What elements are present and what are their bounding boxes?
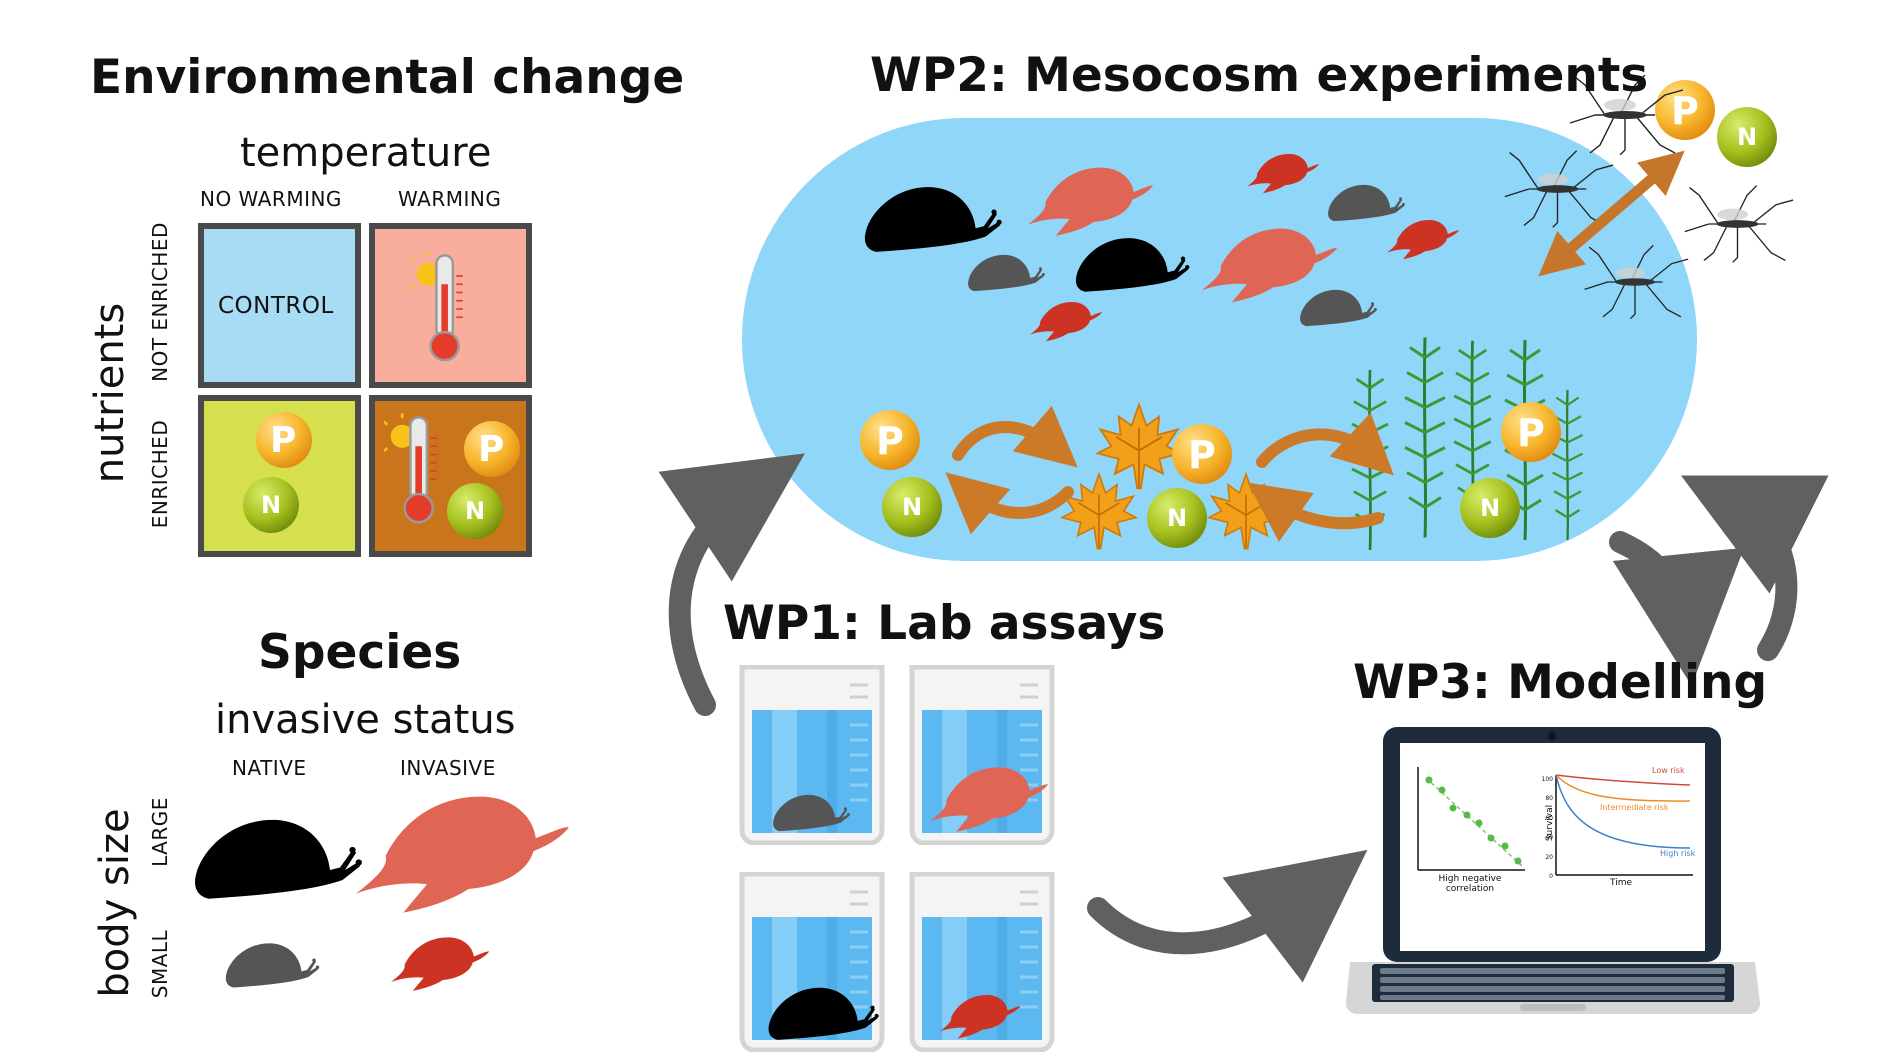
ytick: 40	[1545, 834, 1553, 842]
species-grid	[195, 796, 569, 991]
nitrogen-icon	[1717, 107, 1777, 167]
scatter-plot	[1417, 767, 1525, 871]
nutrient-balls-grid	[243, 412, 520, 539]
laptop	[1346, 727, 1760, 1014]
phosphorus-icon	[860, 410, 920, 470]
col-no-warming: NO WARMING	[200, 187, 342, 211]
invasive-large-crayfish	[356, 796, 569, 913]
survival-yticks: 100 80 60 40 20 0	[1538, 770, 1553, 886]
env-grid	[198, 223, 532, 557]
pond-nutrients	[860, 80, 1777, 548]
phosphorus-letter: P	[1188, 433, 1216, 477]
nutrient-cycle-arrows	[945, 405, 1394, 542]
col-native: NATIVE	[232, 756, 307, 780]
ytick: 0	[1549, 873, 1553, 881]
phosphorus-icon	[1655, 80, 1715, 140]
ytick: 20	[1545, 853, 1553, 861]
phosphorus-letter: P	[270, 420, 297, 461]
nitrogen-letter: N	[902, 493, 923, 521]
wp1-title: WP1: Lab assays	[723, 596, 1166, 651]
mosquito-icon	[1684, 185, 1794, 263]
risk-intermediate-label: Intermediate risk	[1600, 803, 1669, 812]
phosphorus-letter: P	[478, 429, 505, 470]
risk-high-label: High risk	[1660, 849, 1696, 858]
survival-xlabel: Time	[1610, 878, 1633, 888]
wp3-title: WP3: Modelling	[1353, 655, 1768, 710]
exchange-arrow	[1538, 150, 1685, 277]
nitrogen-icon	[1460, 478, 1520, 538]
phosphorus-icon	[256, 412, 312, 468]
phosphorus-icon	[1501, 402, 1561, 462]
nitrogen-icon	[1147, 488, 1207, 548]
cell-control	[198, 223, 361, 388]
row-small: SMALL	[148, 929, 172, 999]
row-enriched: ENRICHED	[148, 419, 172, 529]
ytick: 60	[1545, 814, 1553, 822]
control-label: CONTROL	[218, 293, 334, 319]
nitrogen-letter: N	[1167, 504, 1188, 532]
survival-chart	[1555, 774, 1693, 876]
nitrogen-icon	[243, 477, 299, 533]
temperature-label: temperature	[240, 130, 492, 176]
ytick: 80	[1545, 795, 1553, 803]
col-warming: WARMING	[398, 187, 502, 211]
beakers	[742, 667, 1052, 1050]
ytick: 100	[1541, 776, 1553, 783]
col-invasive: INVASIVE	[400, 756, 496, 780]
nitrogen-icon	[447, 483, 503, 539]
risk-low-label: Low risk	[1652, 766, 1685, 775]
process-arrows	[658, 453, 1829, 983]
row-not-enriched: NOT ENRICHED	[148, 222, 172, 382]
scatter-caption-line2: correlation	[1445, 884, 1495, 894]
scatter-caption: High negative correlation	[1420, 874, 1520, 894]
phosphorus-letter: P	[876, 419, 904, 463]
cell-warming-enriched	[369, 395, 532, 557]
phosphorus-icon	[464, 421, 520, 477]
nitrogen-letter: N	[1737, 123, 1758, 151]
nitrogen-icon	[882, 477, 942, 537]
species-title: Species	[258, 625, 462, 680]
nitrogen-letter: N	[1480, 494, 1501, 522]
scatter-caption-line1: High negative	[1438, 874, 1502, 884]
nitrogen-letter: N	[261, 491, 282, 519]
phosphorus-letter: P	[1671, 89, 1699, 133]
wp2-title: WP2: Mesocosm experiments	[870, 48, 1649, 103]
phosphorus-icon	[1172, 424, 1232, 484]
nitrogen-letter: N	[465, 497, 486, 525]
invasive-status-label: invasive status	[215, 697, 516, 743]
env-title: Environmental change	[90, 50, 685, 105]
keyboard-keys	[1380, 968, 1725, 1000]
invasive-small-crayfish	[390, 937, 490, 991]
phosphorus-letter: P	[1517, 411, 1545, 455]
